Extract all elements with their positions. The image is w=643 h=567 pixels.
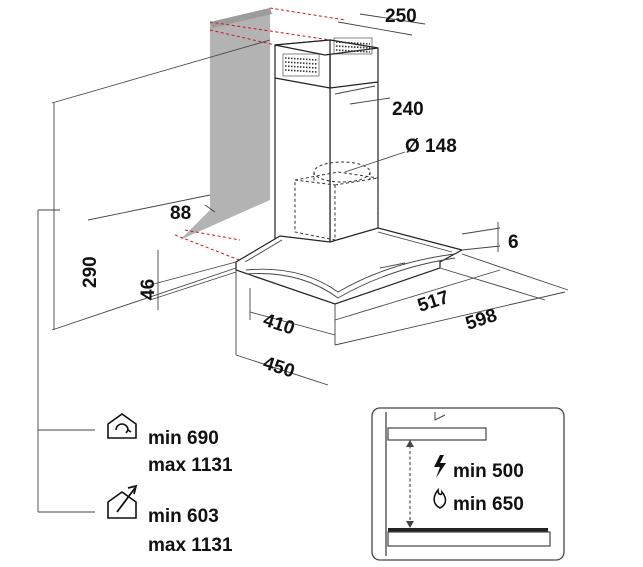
house-recirculation-icon [107,413,137,439]
dim-240: 240 [392,99,424,120]
lightning-icon [434,455,446,478]
dim-6: 6 [508,232,519,253]
extraction-max: max 1131 [148,535,233,556]
flame-icon [433,487,447,509]
dimension-labels: 250 240 Ø 148 88 6 290 46 517 598 410 45… [80,6,519,383]
dim-410: 410 [260,310,297,340]
recirculation-max: max 1131 [148,455,233,476]
dim-250: 250 [385,6,417,27]
dimension-lines [37,13,569,513]
dim-88: 88 [170,203,191,224]
dim-46: 46 [138,279,159,300]
clearance-gas: min 650 [453,494,524,515]
dim-outlet-diameter: Ø 148 [405,136,457,157]
dim-598: 598 [463,305,500,335]
extraction-min: min 603 [148,506,219,527]
dim-450: 450 [260,353,297,383]
wall-backplate [180,8,272,240]
canopy [234,227,464,305]
clearance-inset [371,407,565,561]
recirculation-min: min 690 [148,428,219,449]
clearance-electric: min 500 [453,461,524,482]
dim-290: 290 [80,256,101,288]
house-extraction-icon [107,484,138,519]
dim-517: 517 [415,287,452,317]
ceiling-guide-lines [174,7,346,271]
chimney-vent-grille [282,37,373,77]
chimney [274,37,379,251]
